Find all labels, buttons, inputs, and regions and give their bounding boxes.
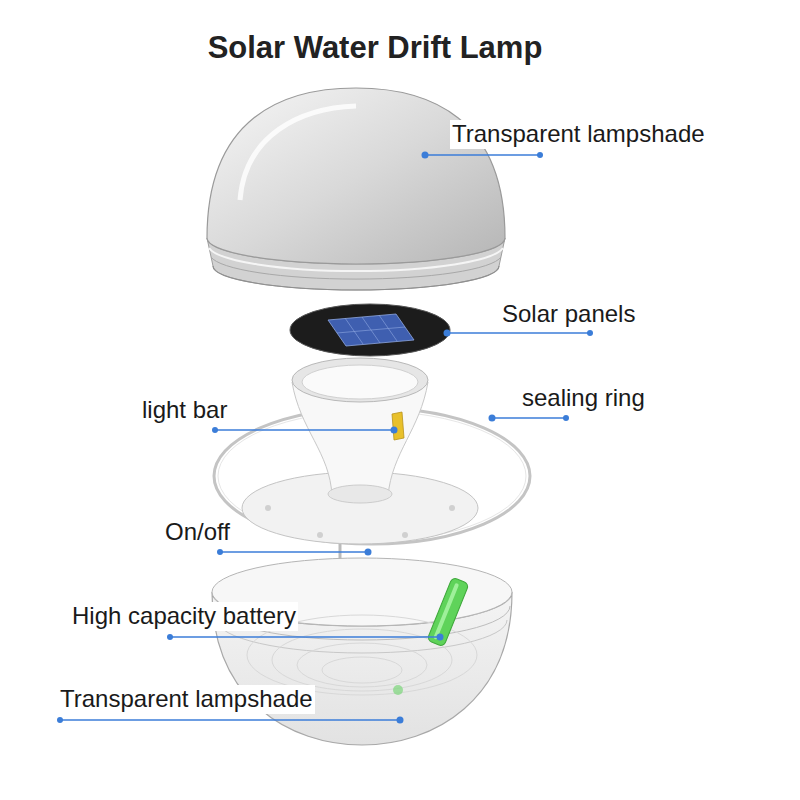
part-label: light bar [140,396,229,425]
leader-lines [57,152,593,724]
solar-panel [290,304,450,356]
part-label: Transparent lampshade [450,120,707,149]
diagram-title: Solar Water Drift Lamp [0,30,750,66]
part-label: Solar panels [500,300,637,329]
part-label: sealing ring [520,384,647,413]
part-label: Transparent lampshade [58,685,315,714]
lamp-body [242,358,478,570]
part-label: High capacity battery [70,602,298,631]
bottom-lampshade [212,558,512,745]
top-lampshade [207,88,505,290]
part-label: On/off [163,518,232,547]
